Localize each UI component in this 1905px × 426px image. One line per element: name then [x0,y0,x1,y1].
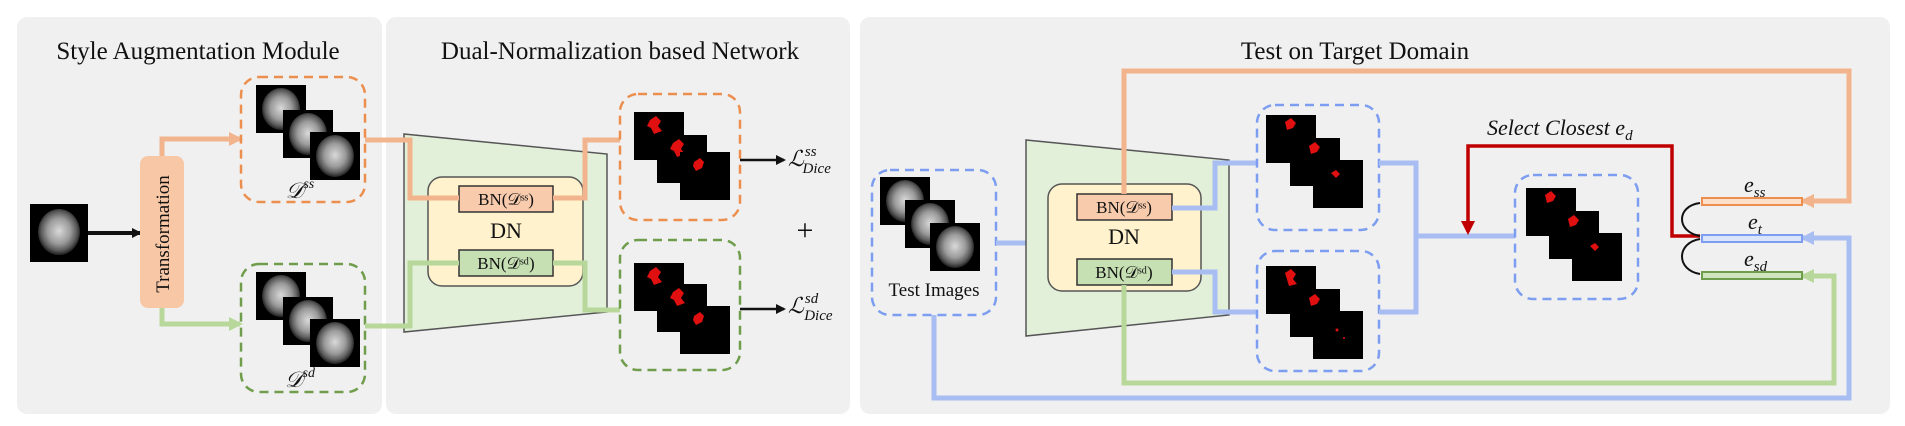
dsd-dashed-box [239,262,367,394]
bn-ss-box [458,185,554,213]
ess-bar [1701,197,1803,206]
test-bn-ss-box [1076,193,1173,221]
transformation-label: Transformation [153,175,174,293]
sd-mask-stack-icon [634,263,730,354]
test-to-et-arrow [931,231,1852,401]
ss-mask-stack-icon [634,112,730,200]
test-brain-stack-icon [880,177,980,271]
test-images-label: Test Images [888,280,979,301]
sd-path-out-bn [553,260,620,313]
ss-path-out-bn [553,137,620,201]
bn-sd-label: BN(𝒟ˢᵈ) [477,254,534,273]
test-bn-sd-label: BN(𝒟ˢᵈ) [1095,263,1152,282]
selected-mask-dashed-box [1513,173,1640,301]
title-style-augmentation: Style Augmentation Module [56,38,339,65]
ss-output-dashed-box [618,92,742,222]
ess-label: ess [1744,172,1766,201]
title-dual-normalization: Dual-Normalization based Network [441,38,800,65]
test-sd-mask-stack-icon [1266,266,1363,359]
select-closest-arrow [1461,144,1700,238]
title-test-target: Test on Target Domain [1241,38,1470,65]
esd-label: esd [1744,246,1768,275]
ss-path-into-bn [365,137,459,201]
panel-test-target [860,17,1890,414]
test-ss-mask-stack-icon [1266,115,1363,208]
test-dn-label: DN [1108,224,1140,249]
et-label: et [1748,209,1763,238]
dsd-brain-stack-icon [256,272,360,367]
sd-output-dashed-box [618,238,742,372]
dsd-label: 𝒟sd [285,366,316,392]
bnsd-to-esd-arrow [1121,269,1837,386]
bnss-to-ess-arrow [1121,68,1852,208]
sd-branch-arrow [159,308,243,331]
dss-label: 𝒟ss [286,177,315,203]
dss-dashed-box [239,75,367,204]
selected-mask-stack-icon [1526,188,1622,281]
esd-bar [1701,271,1803,280]
plus-sign: + [797,214,814,247]
compare-arc-ss [1681,202,1701,237]
compare-arc-sd [1681,238,1701,275]
test-bn-ss-label: BN(𝒟ˢˢ) [1096,198,1152,217]
blue-out-ss [1172,160,1257,211]
test-ss-mask-dashed-box [1255,103,1381,232]
ss-branch-arrow [159,132,243,156]
dn-label: DN [490,218,522,243]
blue-merge-from-ss [1379,160,1419,236]
transformation-box [140,156,184,308]
dss-brain-stack-icon [256,85,360,180]
sd-path-into-bn [365,260,459,329]
input-brain-scan-icon [30,204,88,262]
bn-sd-box [458,249,554,277]
et-bar [1701,234,1803,243]
blue-out-sd [1172,269,1257,315]
bn-ss-label: BN(𝒟ˢˢ) [478,190,534,209]
blue-merge-from-sd [1379,236,1419,315]
select-closest-label: Select Closest ed [1487,115,1633,144]
